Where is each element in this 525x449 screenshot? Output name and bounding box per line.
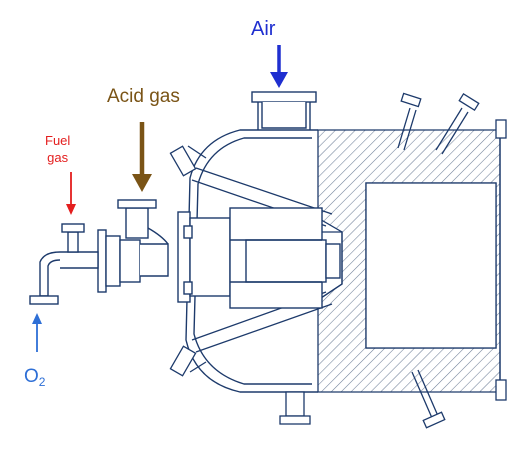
acid-gas-arrow xyxy=(132,122,152,192)
o2-label-main: O xyxy=(24,366,39,387)
furnace-refractory xyxy=(317,129,501,393)
acid-gas-label: Acid gas xyxy=(107,86,180,107)
lower-ports xyxy=(279,369,446,429)
inlet-piping xyxy=(29,199,169,305)
fuel-gas-label: Fuel gas xyxy=(45,132,70,166)
burner-housing xyxy=(185,91,318,393)
burner-core xyxy=(177,207,341,309)
fuel-gas-arrow xyxy=(66,172,76,215)
o2-arrow xyxy=(32,313,42,352)
o2-label: O2 xyxy=(24,366,45,389)
upper-ports xyxy=(397,92,480,155)
fuel-gas-label-line1: Fuel xyxy=(45,133,71,148)
outlet-flange xyxy=(495,119,507,401)
air-label: Air xyxy=(251,18,276,40)
o2-label-sub: 2 xyxy=(38,375,46,389)
fuel-gas-label-line2: gas xyxy=(47,150,69,165)
air-arrow xyxy=(270,45,288,88)
